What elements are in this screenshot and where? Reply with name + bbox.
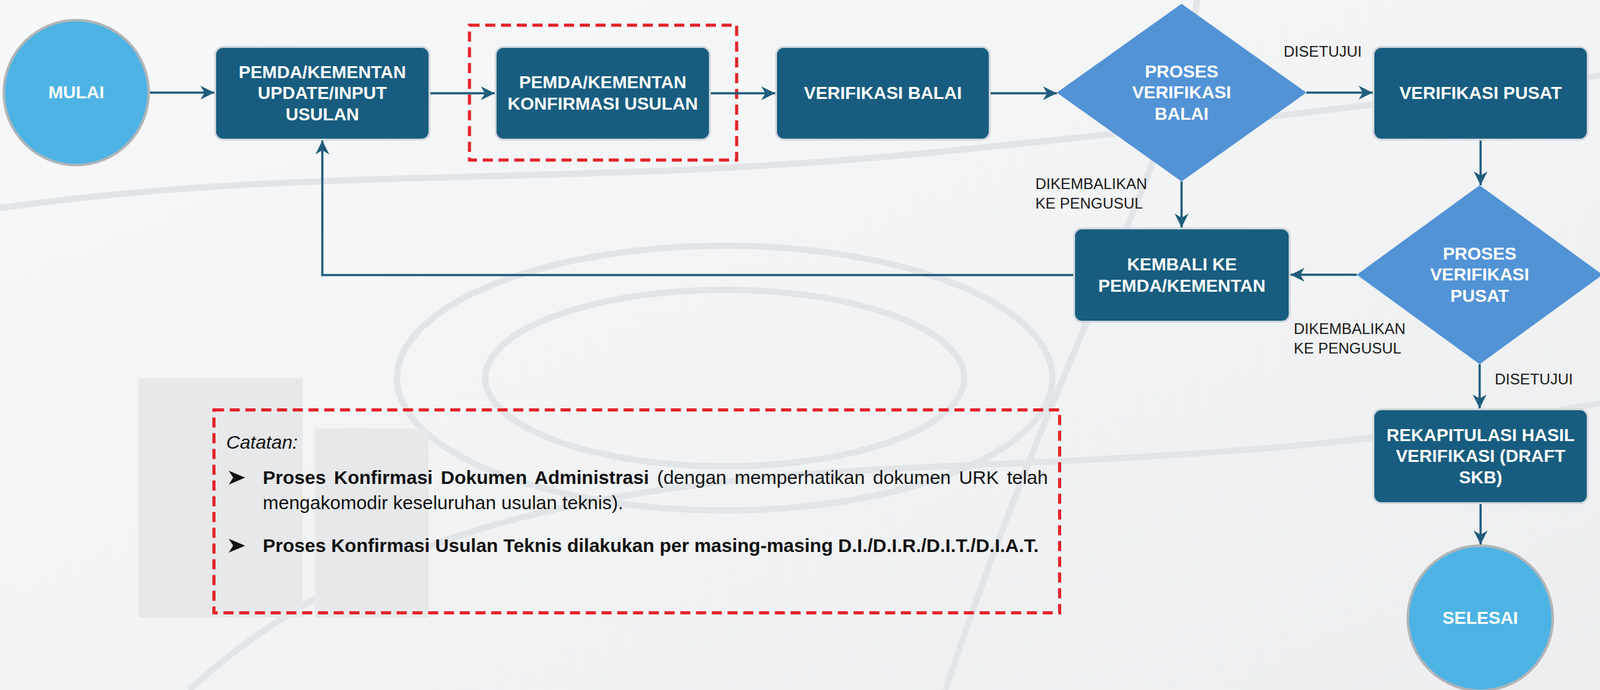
highlight-frame — [469, 25, 737, 161]
edge-label: DISETUJUI — [1283, 41, 1379, 62]
process-box: KEMBALI KE PEMDA/KEMENTAN — [1073, 227, 1291, 323]
flow-arrow — [430, 92, 495, 95]
edge-label: DIKEMBALIKAN KE PENGUSUL — [1293, 318, 1420, 358]
node-label: KEMBALI KE PEMDA/KEMENTAN — [1080, 253, 1284, 297]
text-block: REKAPITULASI HASIL VERIFIKASI (DRAFT SKB… — [1380, 424, 1582, 489]
text-block: PEMDA/KEMENTAN UPDATE/INPUT USULAN — [221, 61, 423, 126]
text-block: KEMBALI KE PEMDA/KEMENTAN — [1080, 253, 1284, 297]
flow-arrow — [1478, 364, 1481, 409]
text-block: PROSES VERIFIKASI BALAI — [1119, 61, 1244, 125]
flow-arrow — [1290, 273, 1357, 277]
process-box: REKAPITULASI HASIL VERIFIKASI (DRAFT SKB… — [1372, 408, 1589, 505]
note-box: Catatan: Proses Konfirmasi Dokumen Admini… — [212, 408, 1062, 615]
decision-diamond: PROSES VERIFIKASI PUSAT — [1356, 185, 1600, 365]
note-row: Catatan: — [226, 429, 1048, 455]
text-block: Catatan: Proses Konfirmasi Dokumen Admini… — [212, 408, 1062, 578]
flow-arrow — [1479, 504, 1483, 545]
node-label: PROSES VERIFIKASI BALAI — [1119, 61, 1244, 125]
node-label: SELESAI — [1421, 607, 1540, 629]
node-label: PEMDA/KEMENTAN KONFIRMASI USULAN — [502, 71, 704, 115]
note-text: Catatan: — [226, 431, 298, 453]
start-circle: MULAI — [2, 18, 150, 167]
note-row: Proses Konfirmasi Usulan Teknis dilakuka… — [226, 533, 1048, 559]
node-label: PEMDA/KEMENTAN UPDATE/INPUT USULAN — [221, 61, 423, 126]
flow-arrow — [149, 91, 215, 94]
text-block: PROSES VERIFIKASI PUSAT — [1418, 243, 1542, 307]
node-label: MULAI — [17, 81, 136, 104]
flow-arrow — [1306, 91, 1373, 94]
edge-label: DIKEMBALIKAN KE PENGUSUL — [1035, 173, 1162, 213]
flow-arrow — [1180, 181, 1183, 228]
decision-diamond: PROSES VERIFIKASI BALAI — [1056, 3, 1307, 182]
text-block: MULAI — [17, 81, 136, 104]
bullet-arrow — [226, 465, 249, 491]
decision-diamond — [1356, 185, 1600, 365]
process-box: PEMDA/KEMENTAN UPDATE/INPUT USULAN — [214, 46, 431, 141]
node-label: PROSES VERIFIKASI PUSAT — [1418, 243, 1542, 307]
flow-arrow — [710, 92, 776, 95]
end-circle: SELESAI — [1406, 544, 1554, 690]
road-ring — [485, 289, 965, 467]
note-paragraph: Catatan: — [226, 429, 1048, 455]
decision-diamond — [1056, 3, 1307, 182]
process-box: VERIFIKASI BALAI — [775, 46, 991, 141]
node-label: VERIFIKASI BALAI — [782, 82, 984, 104]
bullet-arrow — [226, 533, 249, 559]
note-paragraph: Proses Konfirmasi Dokumen Administrasi (… — [262, 465, 1048, 516]
text-block: SELESAI — [1421, 607, 1540, 629]
flow-arrow — [1479, 140, 1483, 186]
note-paragraph: Proses Konfirmasi Usulan Teknis dilakuka… — [262, 533, 1048, 559]
bullet-arrow — [228, 470, 246, 485]
building — [315, 428, 429, 618]
note-text: Proses Konfirmasi Usulan Teknis dilakuka… — [262, 535, 1039, 556]
process-box: PEMDA/KEMENTAN KONFIRMASI USULAN — [494, 46, 711, 141]
bullet-arrow — [228, 538, 246, 553]
end-circle — [1407, 545, 1553, 690]
flow-arrow — [322, 140, 1074, 276]
text-block: PEMDA/KEMENTAN KONFIRMASI USULAN — [502, 71, 704, 115]
road-curve — [189, 403, 1600, 690]
node-label: VERIFIKASI PUSAT — [1380, 82, 1582, 104]
note-frame — [214, 410, 1060, 614]
note-text: Proses Konfirmasi Dokumen Administrasi — [262, 466, 650, 488]
text-block: VERIFIKASI PUSAT — [1380, 82, 1582, 104]
note-row: Proses Konfirmasi Dokumen Administrasi (… — [226, 465, 1048, 516]
edge-label: DISETUJUI — [1494, 369, 1590, 389]
start-circle — [3, 20, 149, 166]
text-block: VERIFIKASI BALAI — [782, 82, 984, 104]
process-box: VERIFIKASI PUSAT — [1372, 46, 1589, 141]
flow-arrow — [990, 92, 1057, 95]
node-label: REKAPITULASI HASIL VERIFIKASI (DRAFT SKB… — [1380, 424, 1582, 489]
